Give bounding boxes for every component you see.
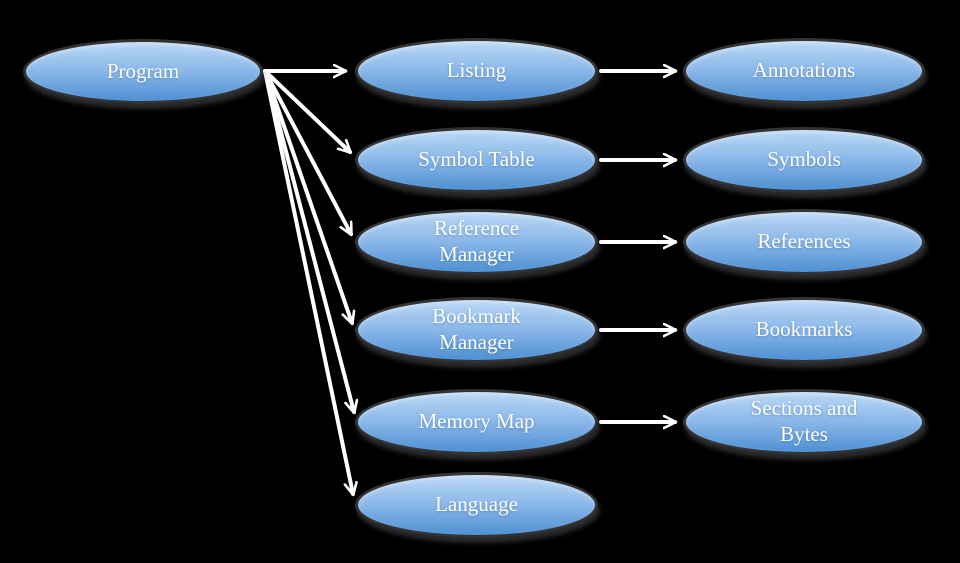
arrow-program-memory-map — [263, 69, 354, 412]
node-references-label: References — [757, 229, 851, 254]
node-listing: Listing — [355, 38, 598, 104]
node-reference-manager: Reference Manager — [355, 209, 598, 275]
node-program: Program — [23, 39, 263, 104]
node-bookmarks-label: Bookmarks — [755, 317, 853, 342]
node-sections-and-bytes: Sections and Bytes — [683, 389, 925, 455]
node-memory-map: Memory Map — [355, 389, 598, 455]
node-program-label: Program — [106, 58, 180, 83]
node-bookmark-manager-label: Bookmark Manager — [432, 304, 521, 354]
node-language-label: Language — [435, 492, 518, 517]
node-symbol-table: Symbol Table — [355, 127, 598, 193]
arrow-program-language — [263, 69, 353, 494]
node-annotations: Annotations — [683, 38, 925, 104]
node-reference-manager-label: Reference Manager — [433, 216, 520, 266]
node-memory-map-label: Memory Map — [418, 409, 535, 434]
arrow-program-reference-manager — [263, 69, 353, 234]
arrow-program-symbol-table — [263, 69, 350, 154]
node-language: Language — [355, 472, 598, 538]
node-symbols: Symbols — [683, 127, 925, 193]
node-symbol-table-label: Symbol Table — [418, 147, 535, 172]
node-bookmark-manager: Bookmark Manager — [355, 297, 598, 363]
node-bookmarks: Bookmarks — [683, 297, 925, 363]
node-annotations-label: Annotations — [752, 58, 856, 83]
node-sections-and-bytes-label: Sections and Bytes — [750, 396, 858, 446]
arrow-program-bookmark-manager — [263, 69, 352, 323]
node-listing-label: Listing — [446, 58, 507, 83]
node-symbols-label: Symbols — [767, 147, 841, 172]
node-references: References — [683, 209, 925, 275]
